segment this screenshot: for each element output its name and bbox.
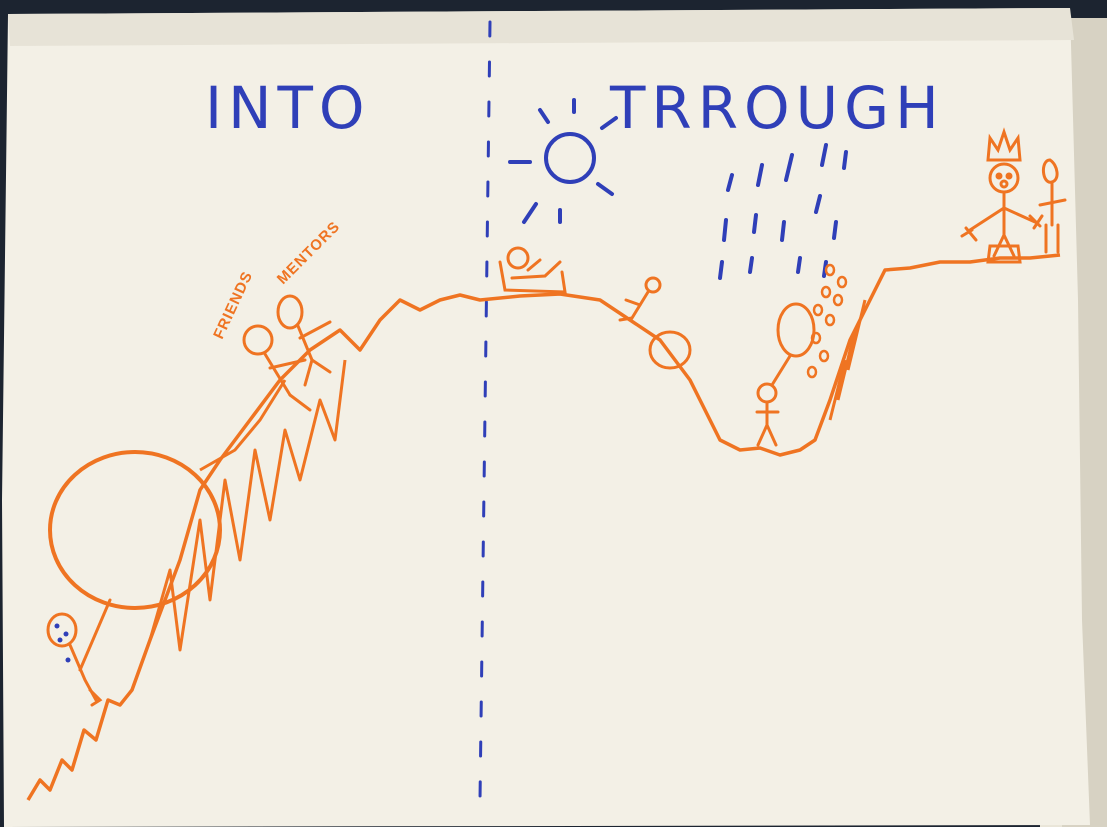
crowned-king-figure — [960, 127, 1044, 264]
sun-icon — [508, 98, 618, 224]
title-into: INTO — [205, 74, 371, 142]
resting-figure — [498, 246, 567, 294]
slope-scribbles — [148, 359, 347, 652]
paper-shading — [8, 8, 1074, 46]
sliding-figure — [618, 276, 662, 322]
title-through: TRROUGH — [609, 74, 945, 142]
boulder — [48, 450, 222, 610]
journey-landscape-line — [26, 253, 1061, 801]
dotted-divider — [478, 20, 492, 802]
companion-figure — [1038, 158, 1067, 254]
rope-track — [199, 379, 287, 472]
friends-figure — [242, 324, 312, 412]
rain-icon — [718, 143, 848, 280]
bubbles — [806, 263, 848, 379]
struggling-figure — [46, 598, 112, 707]
valley-figure — [755, 302, 816, 447]
rolling-boulder — [648, 330, 692, 370]
valley-scribbles — [828, 299, 867, 421]
paper-sheet — [2, 8, 1090, 827]
mentors-figure — [276, 294, 332, 387]
